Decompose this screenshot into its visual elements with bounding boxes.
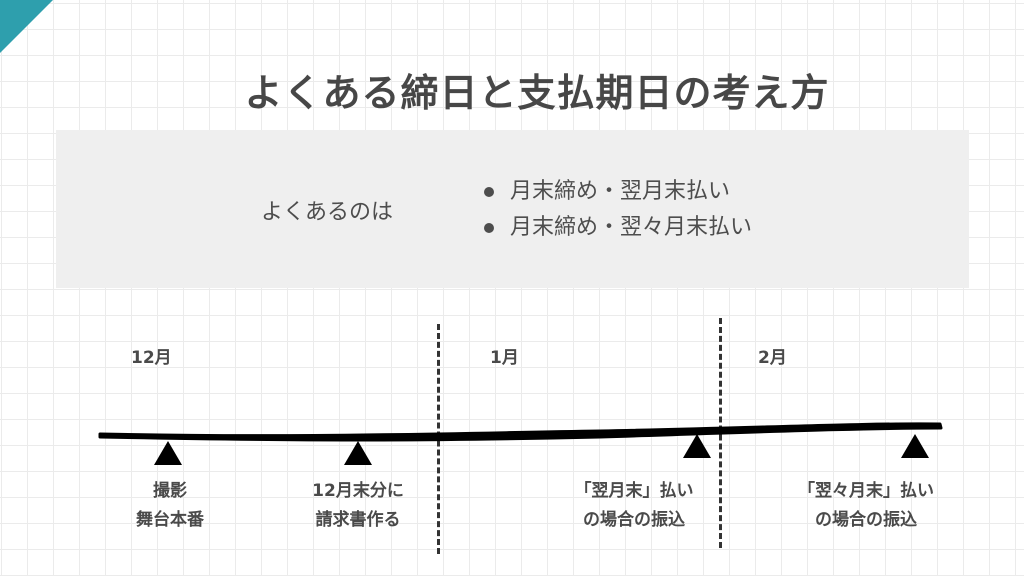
event-label-line: の場合の振込 — [583, 510, 685, 530]
event-label-invoice: 12月末分に 請求書作る — [296, 477, 420, 535]
event-label-line: 撮影 — [153, 481, 187, 501]
event-label-shoot: 撮影 舞台本番 — [118, 477, 222, 535]
event-label-line: 「翌月末」払い — [574, 481, 694, 501]
bullet-item: 月末締め・翌月末払い — [484, 174, 752, 210]
month-label-february: 2月 — [758, 348, 787, 368]
event-label-month-after-next-payment: 「翌々月末」払い の場合の振込 — [776, 477, 956, 535]
summary-box: よくあるのは 月末締め・翌月末払い 月末締め・翌々月末払い — [56, 130, 969, 288]
bullet-item: 月末締め・翌々月末払い — [484, 210, 752, 246]
event-marker-icon — [154, 441, 182, 465]
event-label-line: 請求書作る — [315, 510, 401, 530]
summary-lead: よくあるのは — [261, 200, 394, 225]
bullet-dot-icon — [484, 187, 494, 197]
event-marker-icon — [683, 434, 711, 458]
bullet-text: 月末締め・翌々月末払い — [510, 215, 753, 240]
month-label-january: 1月 — [490, 348, 519, 368]
month-label-december: 12月 — [131, 348, 172, 368]
event-marker-icon — [901, 434, 929, 458]
event-label-line: 12月末分に — [312, 481, 404, 501]
event-marker-icon — [344, 441, 372, 465]
event-label-next-month-payment: 「翌月末」払い の場合の振込 — [556, 477, 712, 535]
bullet-text: 月末締め・翌月末払い — [510, 179, 731, 204]
bullet-dot-icon — [484, 223, 494, 233]
event-label-line: 舞台本番 — [136, 510, 204, 530]
summary-bullets: 月末締め・翌月末払い 月末締め・翌々月末払い — [484, 174, 752, 246]
page-title: よくある締日と支払期日の考え方 — [244, 71, 830, 115]
event-label-line: の場合の振込 — [815, 510, 917, 530]
event-label-line: 「翌々月末」払い — [798, 481, 934, 501]
corner-accent — [0, 0, 53, 53]
